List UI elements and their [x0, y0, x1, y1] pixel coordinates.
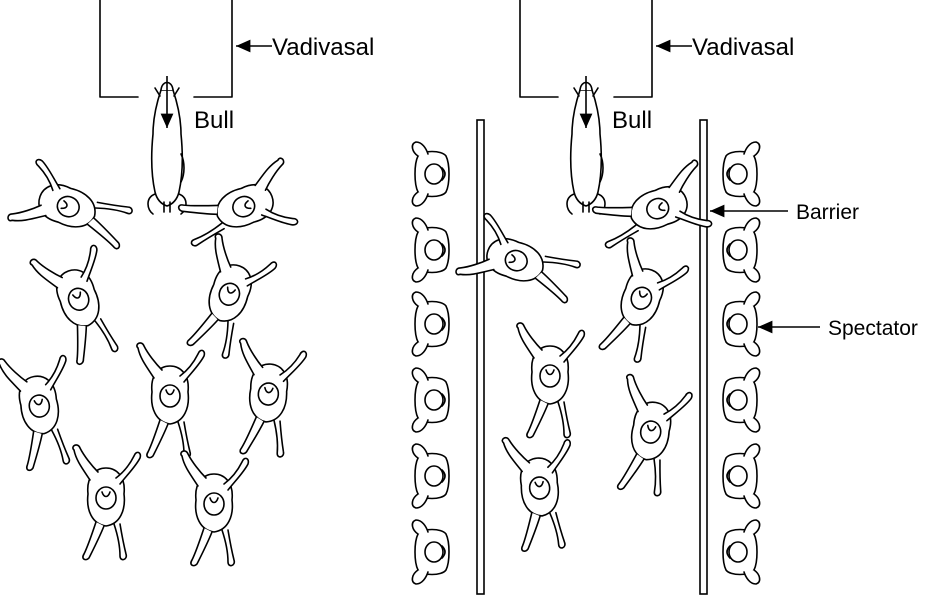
bull-label-left: Bull [194, 107, 234, 134]
bull-label-right: Bull [612, 107, 652, 134]
spectator-icon [411, 291, 450, 357]
tamer-icon [516, 322, 586, 439]
spectator-icon [722, 443, 761, 509]
tamer-icon [180, 450, 250, 567]
right-panel: Vadivasal Bull Barrier Spectator [411, 0, 918, 595]
tamer-icon [176, 232, 281, 365]
spectator-label: Spectator [828, 317, 918, 340]
tamer-icon [136, 342, 206, 459]
spectator-icon [411, 519, 450, 585]
spectator-icon [722, 217, 761, 283]
left-panel: Vadivasal Bull [0, 0, 374, 567]
vadivasal-label-left: Vadivasal [272, 34, 374, 61]
barrier-right [699, 119, 708, 595]
vadivasal-label-right: Vadivasal [692, 34, 794, 61]
tamer-icon [454, 209, 587, 314]
tamer-icon [0, 347, 85, 474]
tamer-icon [606, 373, 695, 500]
barrier-label: Barrier [796, 201, 859, 224]
tamer-icon [229, 337, 309, 460]
vadivasal-gate-right [519, 0, 653, 98]
tamer-icon [173, 156, 307, 261]
spectator-icon [722, 519, 761, 585]
tamer-icon [72, 444, 142, 561]
spectator-icon [722, 141, 761, 207]
spectator-icon [722, 291, 761, 357]
tamer-icon [6, 155, 139, 260]
tamer-icon [588, 236, 693, 369]
spectator-icon [722, 367, 761, 433]
spectator-icon [411, 443, 450, 509]
vadivasal-gate-left [99, 0, 233, 98]
spectator-icon [411, 217, 450, 283]
tamer-icon [28, 236, 133, 370]
spectator-icon [411, 141, 450, 207]
barrier-left [476, 119, 485, 595]
spectator-icon [411, 367, 450, 433]
tamer-icon [501, 431, 581, 554]
